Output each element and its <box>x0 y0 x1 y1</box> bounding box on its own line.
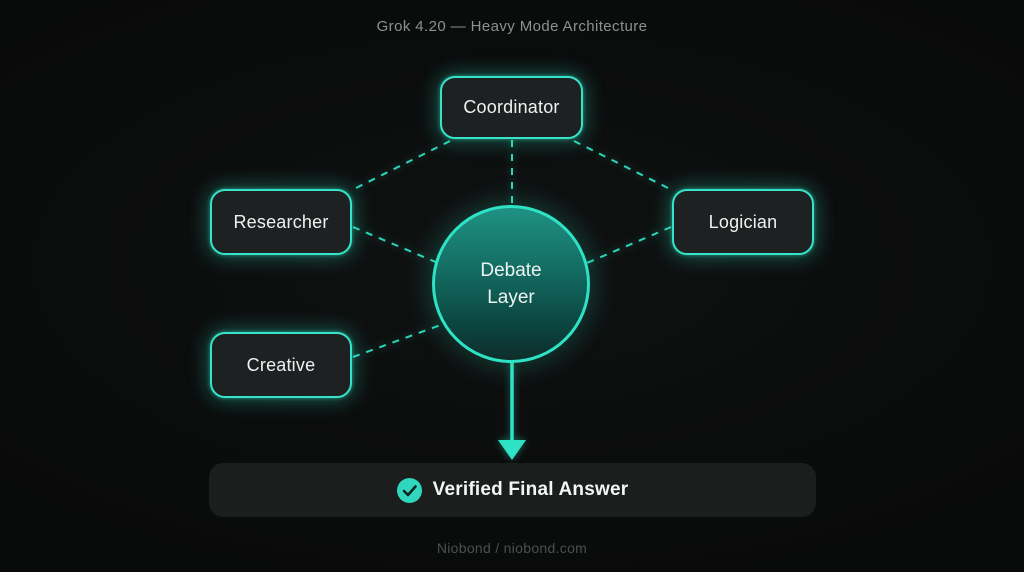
connection-researcher-debate-layer <box>352 226 439 264</box>
connection-creative-debate-layer <box>352 322 447 358</box>
node-researcher-label: Researcher <box>233 211 329 232</box>
connection-coordinator-researcher <box>351 140 451 191</box>
node-logician: Logician <box>672 189 814 255</box>
node-logician-label: Logician <box>708 211 778 232</box>
node-coordinator-label: Coordinator <box>463 97 560 117</box>
debate-layer-label-line2: Layer <box>487 287 535 308</box>
connection-coordinator-logician <box>573 140 673 191</box>
connection-logician-debate-layer <box>586 226 672 264</box>
node-researcher: Researcher <box>210 189 352 255</box>
arrow-debate-to-answer-head <box>498 440 526 460</box>
footer-credit: Niobond / niobond.com <box>436 540 588 556</box>
node-coordinator: Coordinator <box>440 76 583 139</box>
page-title: Grok 4.20 — Heavy Mode Architecture <box>376 18 648 35</box>
verified-answer-bar: Verified Final Answer <box>209 463 816 517</box>
node-debate-layer: Debate Layer <box>432 205 590 363</box>
debate-layer-label-line1: Debate <box>480 260 542 281</box>
verified-answer-label: Verified Final Answer <box>432 479 629 500</box>
node-creative: Creative <box>210 332 352 398</box>
node-creative-label: Creative <box>246 354 316 375</box>
check-circle-icon <box>396 477 422 503</box>
